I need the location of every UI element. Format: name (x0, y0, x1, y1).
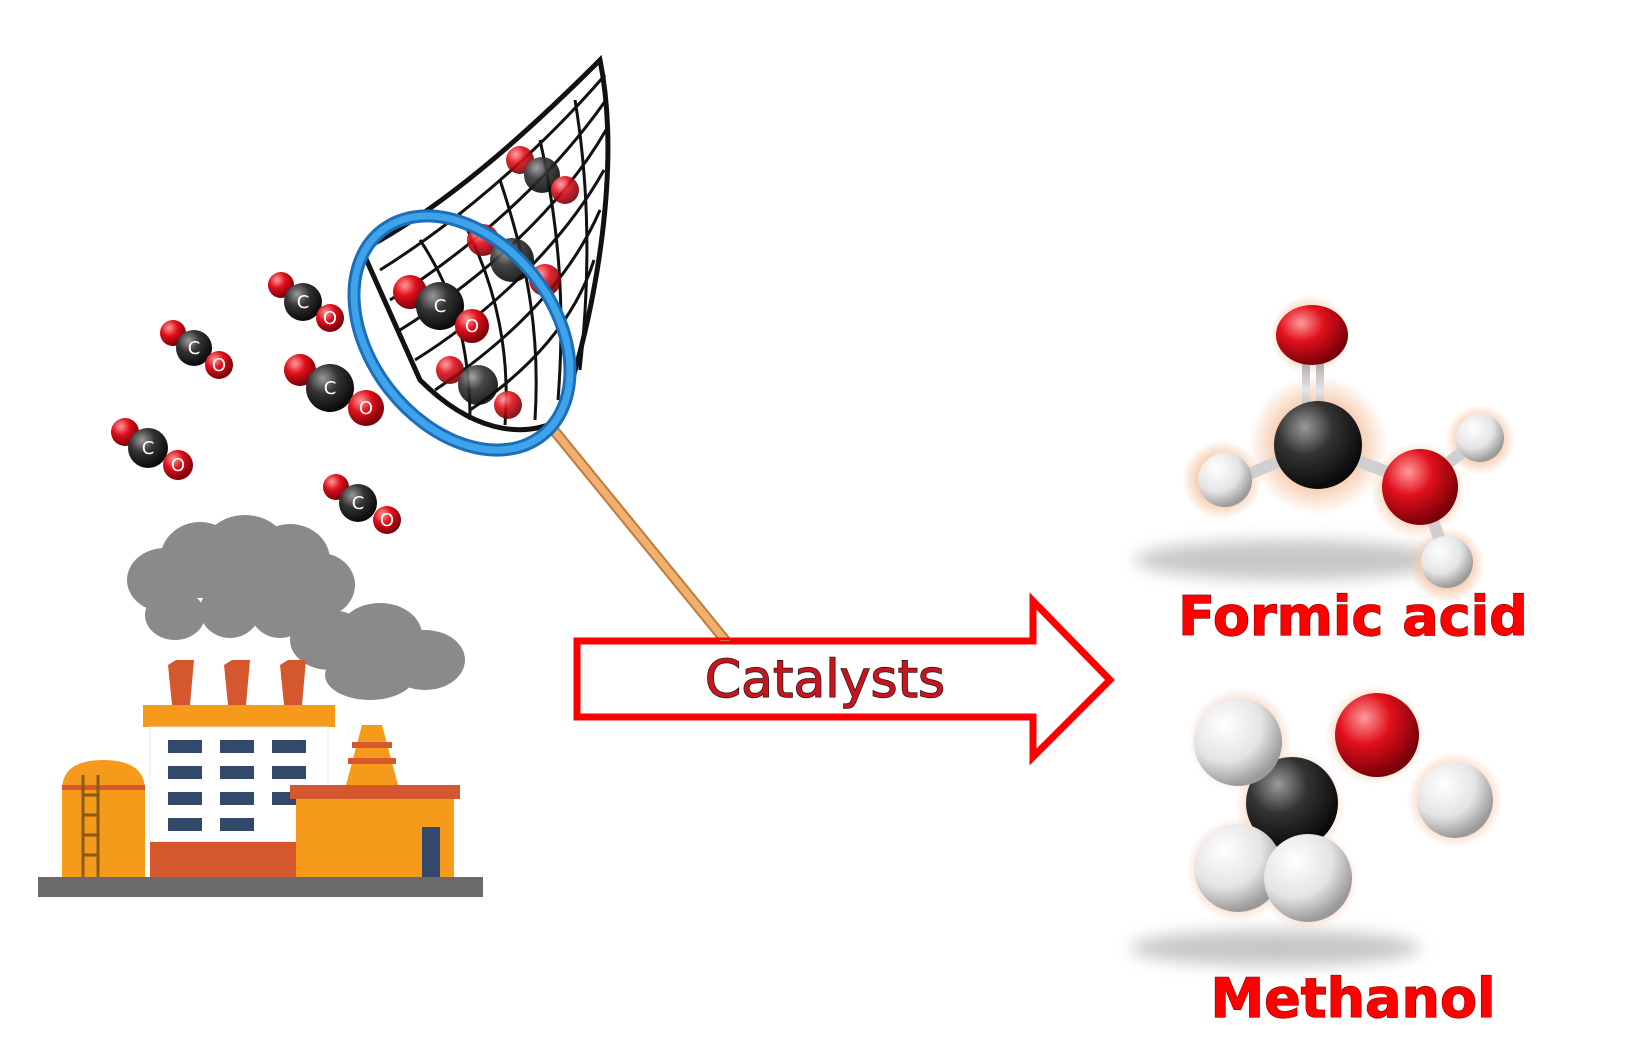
carbon-label: C (188, 338, 201, 359)
co2-molecule: C O (323, 474, 401, 534)
cooling-tower (346, 725, 398, 785)
free-co2-molecules: C O C O C O C O C O (111, 272, 401, 534)
factory-ground (38, 877, 483, 897)
tank-ladder (81, 775, 100, 877)
capture-net: C O (347, 54, 731, 646)
carbon-label: C (142, 438, 155, 459)
annex-door (422, 827, 440, 877)
co2-molecule: C O (284, 354, 384, 426)
carbon-label: C (352, 493, 365, 514)
oxygen-label: O (465, 316, 479, 337)
methanol-label: Methanol (1210, 967, 1495, 1030)
smoke-cloud (127, 515, 465, 700)
co2-molecule: C O (111, 418, 193, 480)
building-windows (168, 740, 306, 831)
chimney (224, 660, 250, 705)
oxygen-label: O (171, 455, 185, 476)
oxygen-label: O (359, 398, 373, 419)
formic-acid-molecule (1135, 295, 1515, 603)
reaction-arrow (573, 592, 1115, 766)
carbon-label: C (297, 292, 310, 313)
catalyst-arrow: Catalysts (573, 592, 1115, 766)
arrow-label: Catalysts (705, 650, 945, 710)
storage-tank (62, 760, 145, 877)
carbon-label: C (434, 296, 447, 317)
oxygen-label: O (323, 308, 337, 329)
co2-molecule: C O (160, 320, 233, 379)
co2-molecule: C O (393, 275, 489, 343)
formic-acid-label: Formic acid (1178, 585, 1528, 648)
chimney (168, 660, 194, 705)
building-base (150, 842, 300, 877)
oxygen-label: O (380, 510, 394, 531)
oxygen-label: O (212, 355, 226, 376)
methanol-molecule (1130, 685, 1503, 966)
carbon-label: C (324, 378, 337, 399)
chimney (280, 660, 306, 705)
factory-illustration (38, 515, 483, 897)
co2-molecule: C O (268, 272, 344, 332)
building-roof (143, 705, 335, 727)
